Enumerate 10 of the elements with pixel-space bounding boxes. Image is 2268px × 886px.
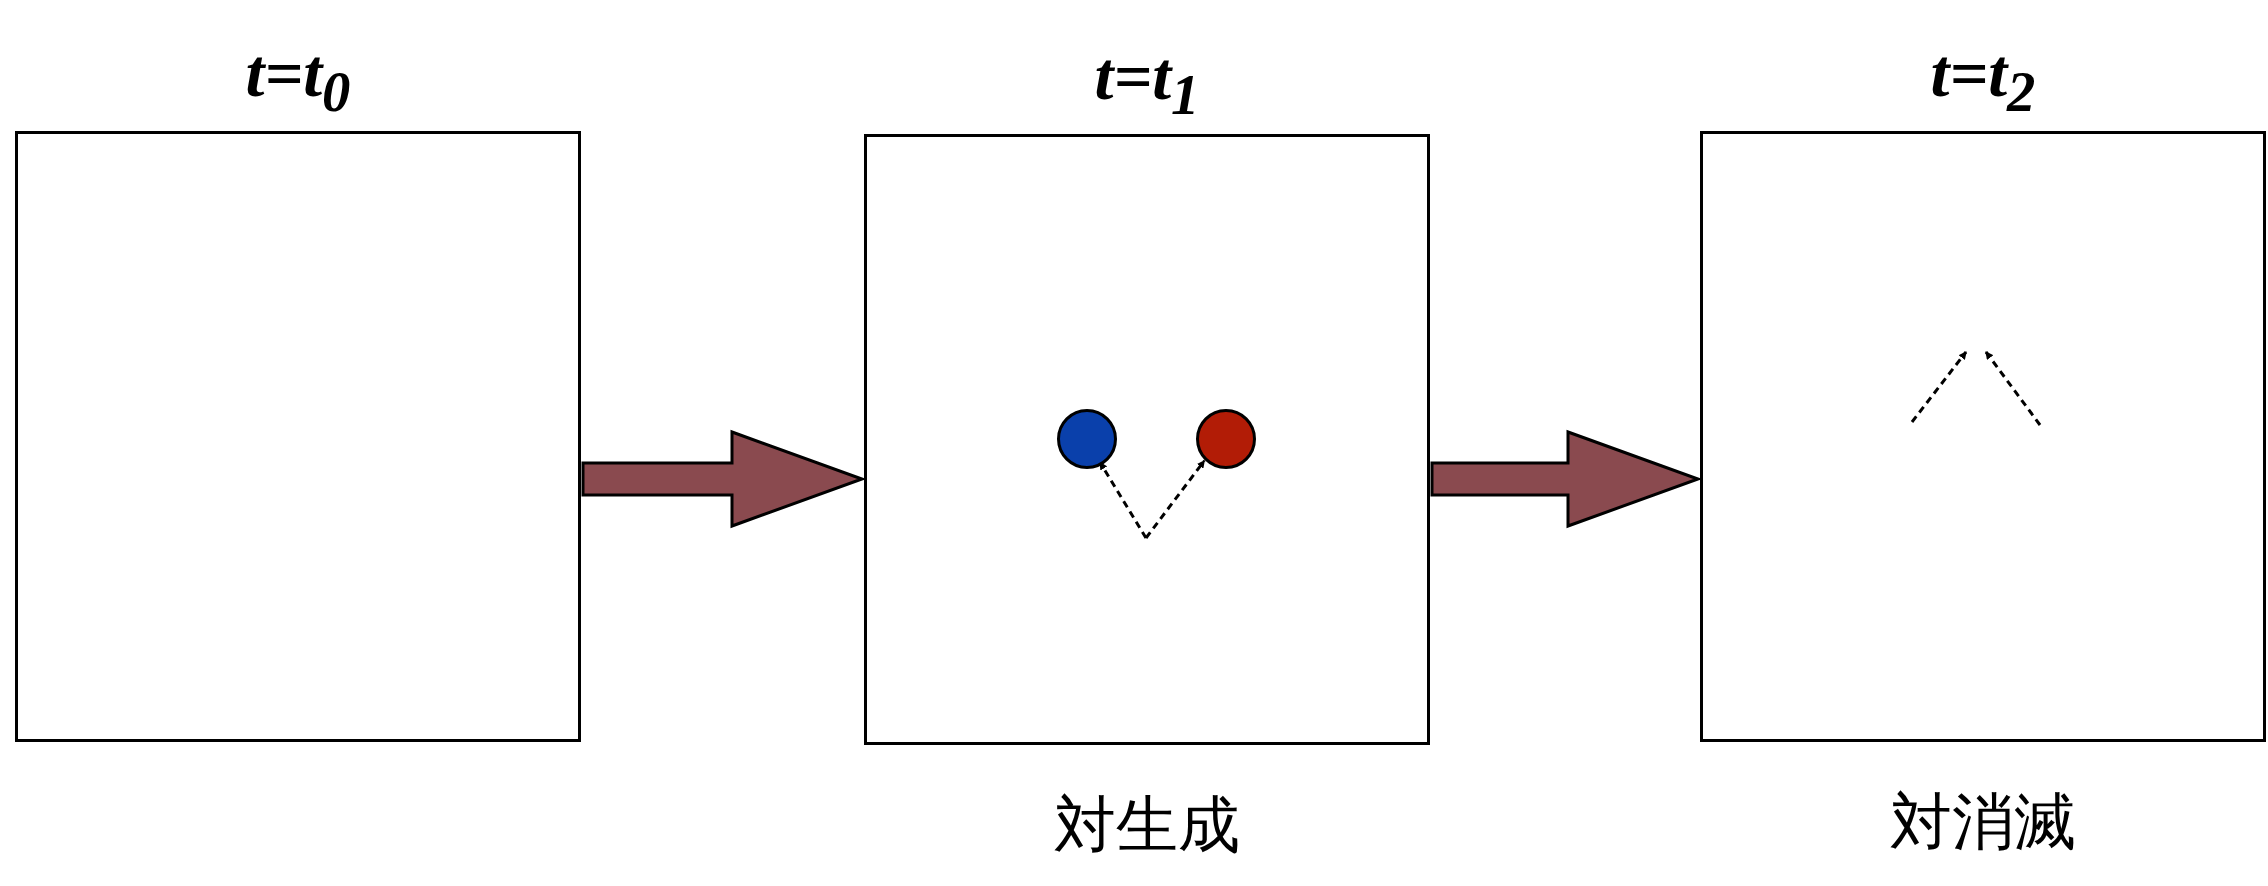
particle-circle	[1196, 409, 1256, 469]
block-arrow	[581, 429, 867, 529]
particle-circle	[1057, 409, 1117, 469]
process-caption: 対生成	[1053, 787, 1241, 863]
process-caption: 対消滅	[1889, 784, 2077, 860]
block-arrow	[1430, 429, 1703, 529]
dashed-arrow	[1144, 459, 1206, 539]
time-heading: t=t$_{2}$	[1929, 34, 2037, 124]
time-heading: t=t$_{1}$	[1093, 37, 1201, 127]
time-heading: t=t$_{0}$	[244, 34, 352, 124]
